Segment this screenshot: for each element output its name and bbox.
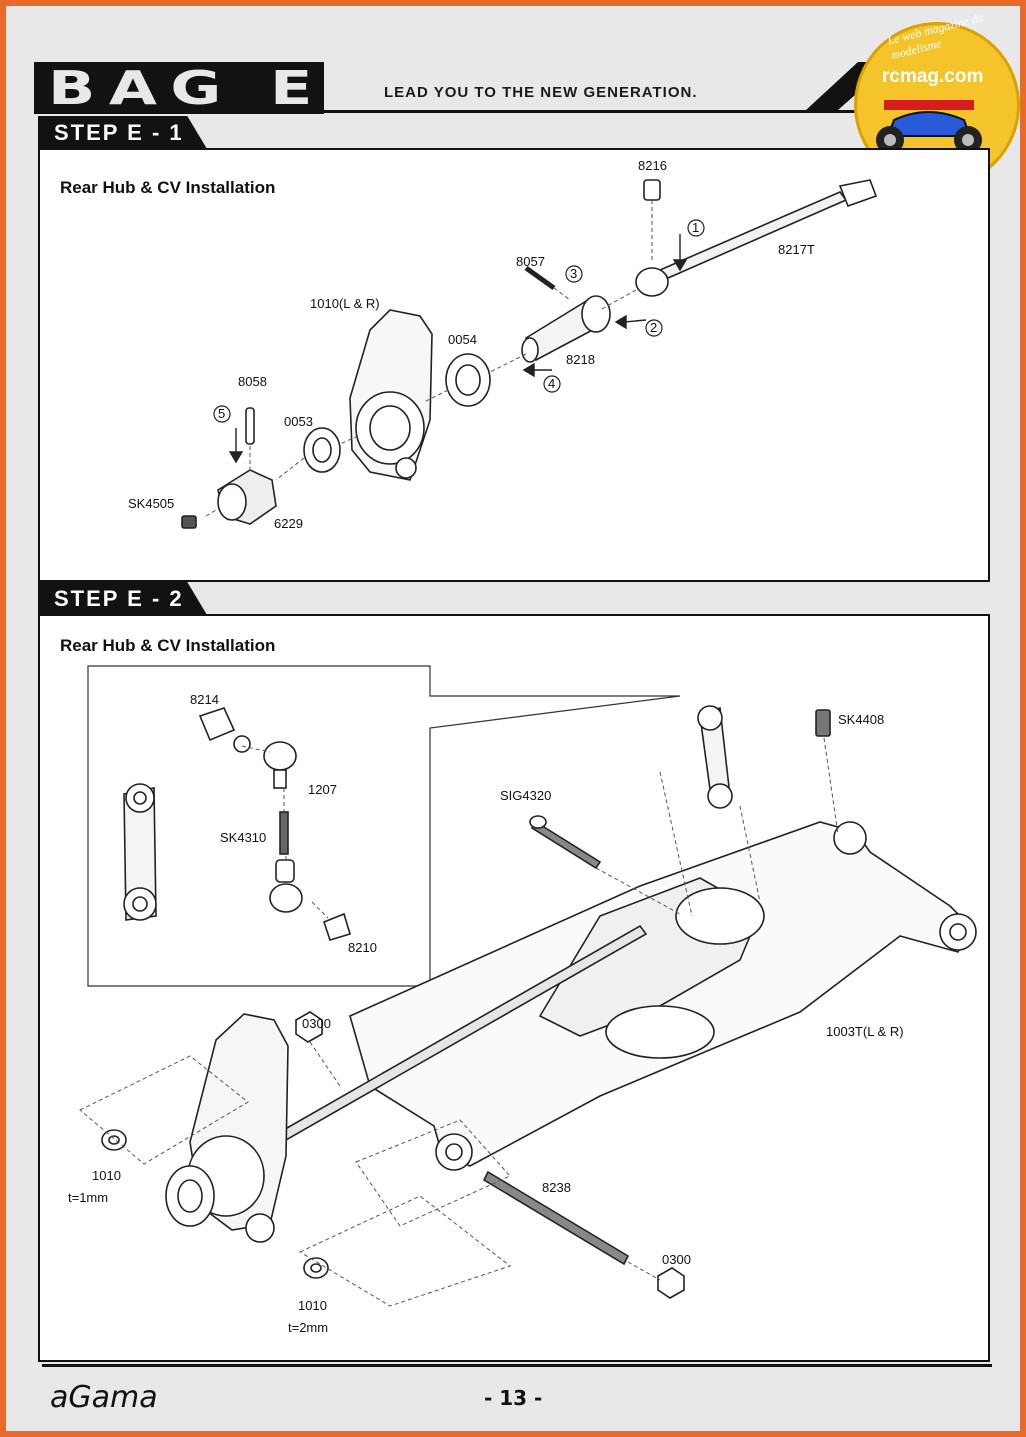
set-screw-sk4505 — [181, 515, 197, 529]
label-sig4320: SIG4320 — [500, 788, 551, 803]
nut-0300-top — [295, 1011, 323, 1043]
step-e2-panel: Rear Hub & CV Installation — [38, 614, 990, 1362]
label-t1mm: t=1mm — [68, 1190, 108, 1205]
label-8216: 8216 — [638, 158, 667, 173]
bag-title: BAG E — [48, 61, 326, 115]
label-6229: 6229 — [274, 516, 303, 531]
step-num-4: 4 — [548, 376, 555, 391]
header-bar — [34, 62, 324, 114]
step-num-5: 5 — [218, 406, 225, 421]
label-sk4310: SK4310 — [220, 830, 266, 845]
footer-rule — [42, 1364, 992, 1367]
step-num-3: 3 — [570, 266, 577, 281]
rc-car-icon — [876, 100, 982, 154]
label-0053: 0053 — [284, 414, 313, 429]
detail-inset-box — [87, 665, 681, 987]
pin-8216 — [643, 179, 661, 201]
rod-end-1207 — [263, 741, 297, 771]
step-e1-tab: STEP E - 1 — [38, 116, 208, 150]
label-1010: 1010(L & R) — [310, 296, 380, 311]
agama-logo: aGama — [50, 1380, 158, 1415]
label-0300-bottom: 0300 — [662, 1252, 691, 1267]
step-num-1: 1 — [692, 220, 699, 235]
label-8217t: 8217T — [778, 242, 815, 257]
label-1010-a: 1010 — [92, 1168, 121, 1183]
cv-joint-head — [635, 267, 669, 297]
label-8057: 8057 — [516, 254, 545, 269]
label-0300-top: 0300 — [302, 1016, 331, 1031]
label-0054: 0054 — [448, 332, 477, 347]
step-num-2: 2 — [650, 320, 657, 335]
set-screw-sk4408 — [815, 709, 831, 737]
pin-8057 — [524, 265, 556, 291]
label-1010-b: 1010 — [298, 1298, 327, 1313]
step-e1-title: Rear Hub & CV Installation — [60, 178, 276, 197]
step-e2-tab: STEP E - 2 — [38, 582, 208, 616]
label-sk4505: SK4505 — [128, 496, 174, 511]
label-1207: 1207 — [308, 782, 337, 797]
step-e2-diagram: 8214 1207 SK4310 8210 SK4408 SIG4320 100… — [68, 665, 977, 1335]
label-8214: 8214 — [190, 692, 219, 707]
step-e1-diagram: 1 2 3 4 5 8216 8217T 8057 1010(L & R) 00… — [128, 158, 878, 531]
label-1003t: 1003T(L & R) — [826, 1024, 904, 1039]
header-rule — [324, 110, 974, 113]
pin-8058 — [245, 407, 255, 445]
screw-sk4310 — [279, 811, 289, 855]
manual-page: BAG E LEAD YOU TO THE NEW GENERATION. Le… — [6, 6, 1020, 1431]
nut-0300-bottom — [657, 1267, 685, 1299]
step-e2-title: Rear Hub & CV Installation — [60, 636, 276, 655]
rod-end-lower — [269, 883, 303, 913]
label-8218: 8218 — [566, 352, 595, 367]
label-8058: 8058 — [238, 374, 267, 389]
page-number: - 13 - — [484, 1386, 543, 1410]
label-8238: 8238 — [542, 1180, 571, 1195]
label-t2mm: t=2mm — [288, 1320, 328, 1335]
hinge-pin-8238 — [482, 1170, 630, 1266]
header-slogan: LEAD YOU TO THE NEW GENERATION. — [384, 84, 698, 101]
screw-sig4320 — [530, 820, 602, 870]
cv-shaft-8217t — [658, 191, 848, 279]
rcmag-site: rcmag.com — [882, 66, 984, 87]
ball-stud-8214 — [198, 707, 236, 742]
ball-stud-8210 — [323, 912, 351, 941]
label-8210: 8210 — [348, 940, 377, 955]
step-e1-panel: Rear Hub & CV Installation — [38, 148, 990, 582]
label-sk4408: SK4408 — [838, 712, 884, 727]
